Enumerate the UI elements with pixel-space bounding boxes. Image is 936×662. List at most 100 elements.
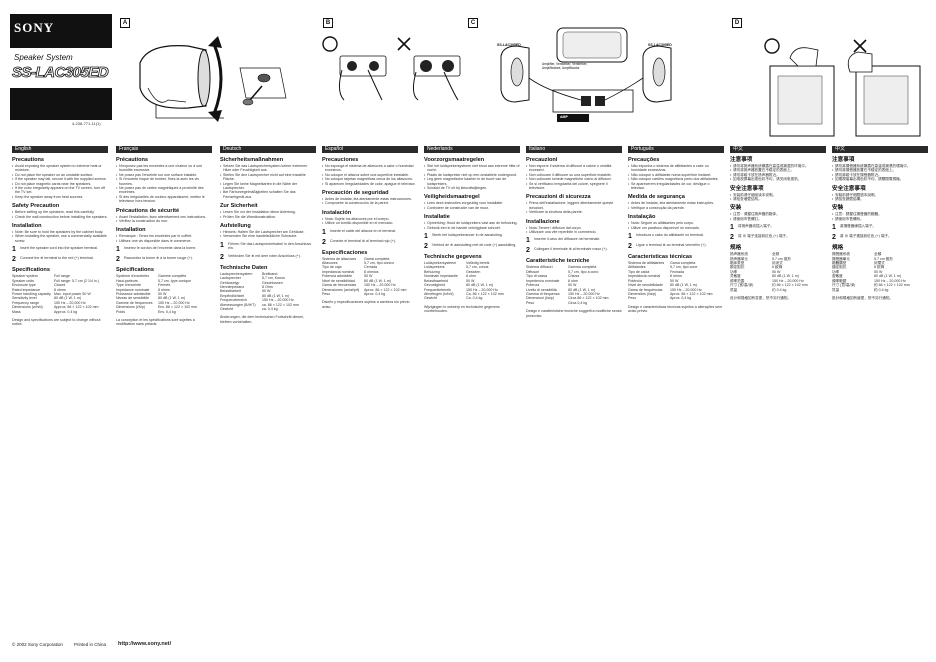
section-title: Precauções: [628, 157, 660, 163]
spec-row: Afmetingen (b/h/d)Ca. 86 × 122 × 102 mm: [424, 292, 520, 296]
spec-value: Circa 86 × 122 × 102 mm: [568, 296, 609, 301]
step-number: 2: [832, 234, 836, 242]
spec-key: Système d'enceintes: [116, 274, 150, 279]
spec-value: Aprox. 86 × 122 × 102 mm: [364, 287, 407, 292]
section-line: Utilize um parafuso disponível no mercad…: [628, 226, 724, 231]
spec-value: Fechada: [670, 269, 684, 274]
step-text: Inserire il cavo del diffusore nel termi…: [534, 237, 601, 242]
spec-note: Wijzigingen in ontwerp en technische geg…: [424, 304, 500, 314]
step-text: Insert the speaker cord into the speaker…: [20, 246, 99, 251]
spec-value: 150 Hz – 20,000 Hz: [54, 300, 86, 305]
spec-key: Potencia admisible: [322, 274, 353, 279]
column-header: Français: [116, 146, 212, 153]
section-line: N'exposez pas les enceintes à une chaleu…: [116, 164, 212, 173]
section-line: Prüfen Sie die Wandkonstruktion.: [220, 215, 316, 220]
section-title: 注意事项: [730, 157, 753, 163]
column-header: 中文: [730, 146, 826, 153]
section-title: Installation: [12, 223, 42, 230]
spec-value: 8 Ohm: [262, 284, 273, 289]
spec-value: 约 86 × 122 × 102 mm: [772, 283, 808, 288]
spec-key: Puissance admissible: [116, 291, 151, 296]
speaker-right-label: SS-LAC305ED: [648, 43, 672, 47]
spec-value: Closed: [54, 283, 66, 288]
section-line: 请勿将扬声器放置在不稳定的表面上。: [730, 168, 826, 173]
figure-c-amplifier-connection: [495, 20, 685, 130]
spec-key: Sistema de altavoces: [322, 256, 357, 261]
step-number: 2: [322, 238, 326, 246]
spec-key: Poids: [116, 309, 125, 314]
step-text: 將揚聲器線插入端子。: [840, 224, 876, 229]
section-line: Avant l'installation, lisez attentivemen…: [116, 215, 212, 220]
section-line: If the speaker may fall, secure it with …: [12, 177, 108, 182]
section-title: 安全注意事项: [730, 185, 764, 192]
section-line: 請勿將揚聲器系統暴露在高溫或潮濕的環境中。: [832, 164, 928, 169]
specs-title: Specifications: [12, 267, 50, 274]
spec-key: Diffusori: [526, 269, 540, 274]
column-header: Deutsch: [220, 146, 316, 153]
panel-tag-b: B: [323, 18, 333, 28]
spec-key: Impedenza nominale: [526, 278, 560, 283]
spec-key: Peso: [628, 296, 637, 301]
spec-key: Potenza: [526, 283, 540, 288]
spec-value: 150 Hz – 20.000 Hz: [466, 287, 498, 292]
section-title: 注意事項: [832, 157, 855, 163]
spec-row: Dimensions (l/h/p)Env. 86 × 122 × 102 mm: [116, 305, 212, 309]
spec-value: 8 ohm: [568, 278, 578, 283]
section-line: Keep the speaker away from heat sources.: [12, 195, 108, 200]
spec-value: 80 dB (1 W, 1 m): [466, 283, 493, 288]
sony-url[interactable]: http://www.sony.net/: [118, 641, 172, 647]
brand-band: [10, 48, 112, 88]
spec-row: 箱體類型封閉式: [832, 261, 928, 265]
spec-row: 扬声器系统全频: [730, 252, 826, 256]
spec-value: 約 0.4 kg: [874, 287, 889, 292]
column-header: Português: [628, 146, 724, 153]
section-line: Se si verificano irregolarità del colore…: [526, 182, 622, 191]
spec-row: Dimensiones (an/al/prf)Aprox. 86 × 122 ×…: [322, 288, 418, 292]
spec-note: Design and specifications are subject to…: [12, 317, 101, 327]
spec-value: 8 ohms: [670, 274, 682, 279]
spec-key: Livello di sensibilità: [526, 287, 557, 292]
section-line: Utilice un tornillo disponible en el mer…: [322, 221, 418, 226]
spec-value: 5,7 cm, conus: [466, 265, 489, 270]
step-number: 2: [12, 256, 16, 264]
spec-value: 全频: [772, 252, 780, 257]
spec-value: 150 Hz – 20 000 Hz: [158, 300, 190, 305]
spec-key: Gama de frecuencias: [322, 283, 357, 288]
section-line: Non collocare schede magnetiche vicino a…: [526, 177, 622, 182]
spec-key: Potência: [628, 278, 642, 283]
column-2: DeutschSicherheitsmaßnahmenSetzen Sie da…: [220, 146, 316, 324]
spec-value: 50 W: [158, 291, 167, 296]
section-line: Stel het luidsprekersysteem niet bloot a…: [424, 164, 520, 173]
spec-key: Frequentiebereik: [424, 287, 451, 292]
spec-value: Aprox. 86 × 122 × 102 mm: [670, 291, 713, 296]
part-number: 4-238-771-11(1): [72, 121, 101, 126]
section-line: 請檢查牆壁結構。: [832, 197, 928, 202]
spec-key: Lautsprechersystem: [220, 271, 253, 276]
spec-value: 150 Hz – 20.000 Hz: [364, 283, 396, 288]
spec-key: 尺寸 (寬/高/深): [832, 283, 856, 288]
step-text: Introduza o cabo do altifalante no termi…: [636, 233, 704, 238]
section-line: Utilisez une vis disponible dans le comm…: [116, 239, 212, 244]
